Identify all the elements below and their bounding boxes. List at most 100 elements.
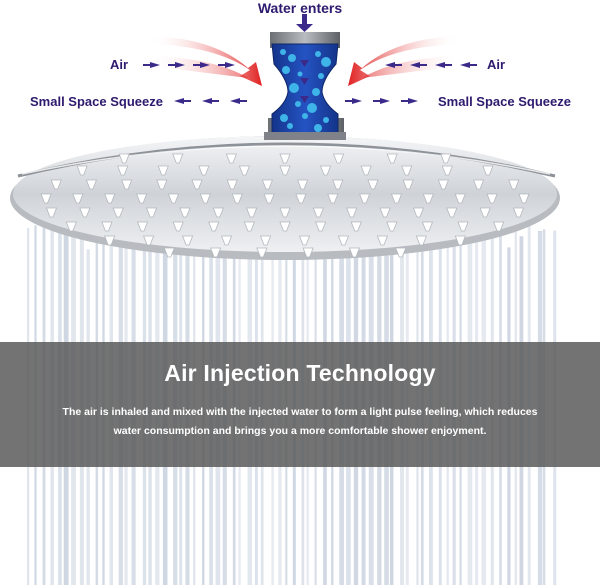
air-arrow-right bbox=[348, 36, 460, 86]
arrow-right-mark bbox=[408, 98, 418, 104]
nozzle bbox=[191, 179, 203, 190]
nozzle bbox=[512, 207, 525, 218]
nozzle bbox=[298, 235, 311, 246]
arrow-tail bbox=[373, 100, 380, 102]
nozzle bbox=[279, 221, 291, 232]
nozzle bbox=[263, 193, 275, 204]
nozzle bbox=[157, 165, 169, 176]
arrow-right-mark bbox=[352, 98, 362, 104]
dashed-arrows bbox=[143, 62, 477, 104]
nozzle bbox=[179, 207, 191, 218]
nozzle bbox=[231, 193, 243, 204]
bubble bbox=[287, 123, 293, 129]
arrow-right-mark bbox=[175, 62, 185, 68]
nozzle bbox=[101, 221, 113, 232]
nozzle bbox=[312, 207, 324, 218]
nozzle bbox=[359, 193, 371, 204]
nozzle bbox=[402, 179, 414, 190]
nozzle bbox=[45, 207, 58, 218]
nozzle bbox=[350, 221, 362, 232]
caption-title: Air Injection Technology bbox=[164, 360, 436, 386]
nozzle bbox=[198, 165, 210, 176]
arrow-left-mark bbox=[385, 62, 395, 68]
arrow-left-mark bbox=[202, 98, 212, 104]
arrow-tail bbox=[345, 100, 352, 102]
bubble bbox=[318, 73, 324, 79]
nozzle bbox=[243, 221, 255, 232]
nozzle bbox=[415, 235, 427, 246]
bubble bbox=[302, 113, 308, 119]
nozzle bbox=[246, 207, 258, 218]
nozzle bbox=[518, 193, 530, 204]
nozzle bbox=[226, 179, 238, 190]
air-bubbles bbox=[280, 49, 331, 132]
nozzle bbox=[163, 247, 175, 258]
arrow-tail bbox=[401, 100, 408, 102]
arrow-right-mark bbox=[380, 98, 390, 104]
nozzle bbox=[437, 179, 449, 190]
arrow-right-mark bbox=[150, 62, 160, 68]
nozzle bbox=[136, 193, 148, 204]
bubble bbox=[295, 101, 301, 107]
bubble bbox=[282, 66, 290, 74]
nozzle bbox=[348, 247, 361, 258]
nozzle bbox=[181, 235, 194, 246]
water-down-arrow bbox=[296, 14, 313, 32]
arrow-right-mark bbox=[225, 62, 235, 68]
nozzle bbox=[117, 165, 129, 176]
nozzle bbox=[225, 153, 237, 164]
nozzle bbox=[172, 153, 184, 164]
nozzle bbox=[172, 221, 184, 232]
bubble bbox=[289, 83, 299, 93]
arrow-tail bbox=[470, 64, 477, 66]
bubble bbox=[307, 103, 317, 113]
bubble bbox=[321, 57, 331, 67]
nozzle bbox=[486, 193, 498, 204]
nozzle bbox=[421, 221, 434, 232]
nozzle bbox=[295, 193, 307, 204]
arrow-left-mark bbox=[410, 62, 420, 68]
arrow-tail bbox=[445, 64, 452, 66]
nozzle bbox=[220, 235, 233, 246]
nozzle bbox=[454, 193, 466, 204]
arrow-left-mark bbox=[174, 98, 184, 104]
arrow-tail bbox=[420, 64, 427, 66]
arrow-left-mark bbox=[230, 98, 240, 104]
bubble bbox=[280, 49, 286, 55]
arrow-tail bbox=[143, 64, 150, 66]
nozzle bbox=[72, 193, 84, 204]
nozzle bbox=[85, 179, 98, 190]
arrow-tail bbox=[240, 100, 247, 102]
bubble bbox=[323, 117, 329, 123]
nozzle bbox=[104, 193, 116, 204]
nozzle bbox=[332, 179, 344, 190]
nozzle bbox=[209, 247, 222, 258]
nozzle bbox=[327, 193, 339, 204]
nozzle bbox=[256, 247, 268, 258]
nozzle bbox=[337, 235, 350, 246]
air-label-left: Air bbox=[110, 57, 129, 72]
nozzle bbox=[65, 221, 77, 232]
nozzle bbox=[79, 207, 91, 218]
nozzle bbox=[440, 153, 452, 164]
bubble bbox=[315, 51, 321, 57]
nozzle bbox=[121, 179, 133, 190]
arrow-left-mark bbox=[435, 62, 445, 68]
arrow-tail bbox=[168, 64, 175, 66]
nozzle bbox=[136, 221, 149, 232]
arrow-tail bbox=[395, 64, 402, 66]
nozzle bbox=[279, 153, 291, 164]
nozzle bbox=[238, 165, 251, 176]
squeeze-label-left: Small Space Squeeze bbox=[30, 94, 163, 109]
nozzle bbox=[376, 235, 389, 246]
nozzle bbox=[40, 193, 52, 204]
nozzle bbox=[401, 165, 413, 176]
nozzle bbox=[199, 193, 211, 204]
nozzle bbox=[259, 235, 272, 246]
nozzle bbox=[422, 193, 434, 204]
nozzle bbox=[319, 165, 332, 176]
nozzle bbox=[212, 207, 224, 218]
nozzle bbox=[112, 207, 124, 218]
nozzle bbox=[279, 165, 291, 176]
